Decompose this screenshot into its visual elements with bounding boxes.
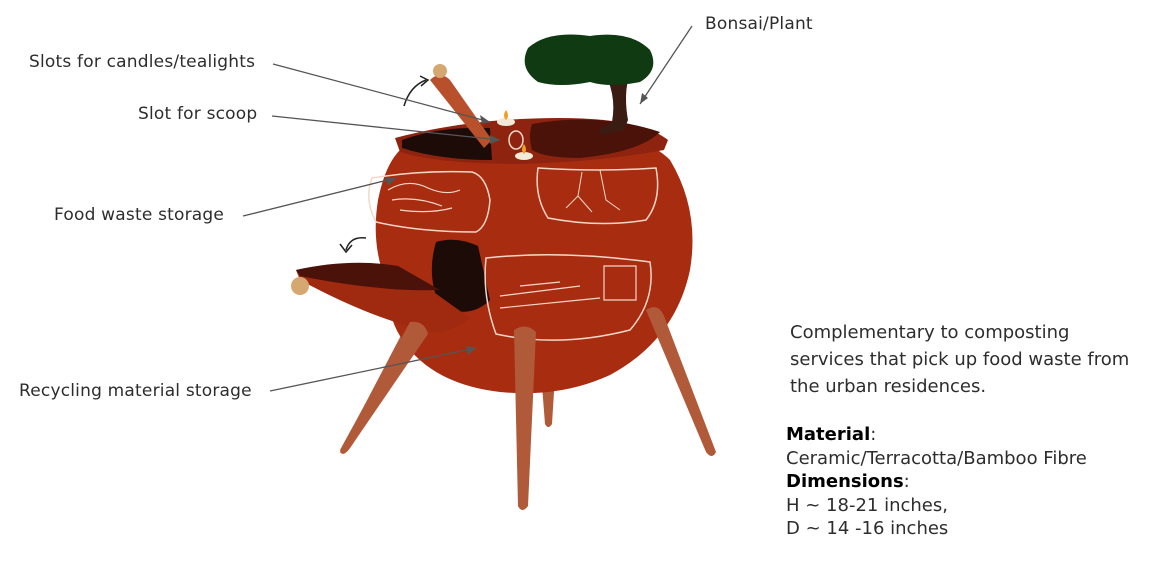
description-text: Complementary to composting services tha… (790, 319, 1130, 400)
leg-front-left (340, 322, 428, 454)
drawer-knob (291, 277, 309, 295)
callout-label-food-waste: Food waste storage (54, 205, 224, 225)
dimensions-row: Dimensions: (786, 470, 1146, 494)
callout-label-scoop: Slot for scoop (138, 104, 257, 124)
callout-label-slots: Slots for candles/tealights (29, 52, 255, 72)
material-label: Material (786, 424, 870, 445)
specifications: Material: Ceramic/Terracotta/Bamboo Fibr… (786, 423, 1146, 541)
scoop-knob (433, 64, 447, 78)
tree-canopy (525, 35, 654, 86)
height-value: H ~ 18-21 inches, (786, 494, 1146, 518)
leg-front-center (514, 326, 536, 510)
leg-front-right (646, 307, 716, 456)
callout-label-recycling: Recycling material storage (19, 381, 252, 401)
material-value: Ceramic/Terracotta/Bamboo Fibre (786, 447, 1146, 471)
callout-label-bonsai: Bonsai/Plant (705, 14, 813, 34)
diameter-value: D ~ 14 -16 inches (786, 517, 1146, 541)
dimensions-label: Dimensions (786, 471, 904, 492)
material-row: Material: (786, 423, 1146, 447)
callout-line-food (243, 178, 396, 216)
